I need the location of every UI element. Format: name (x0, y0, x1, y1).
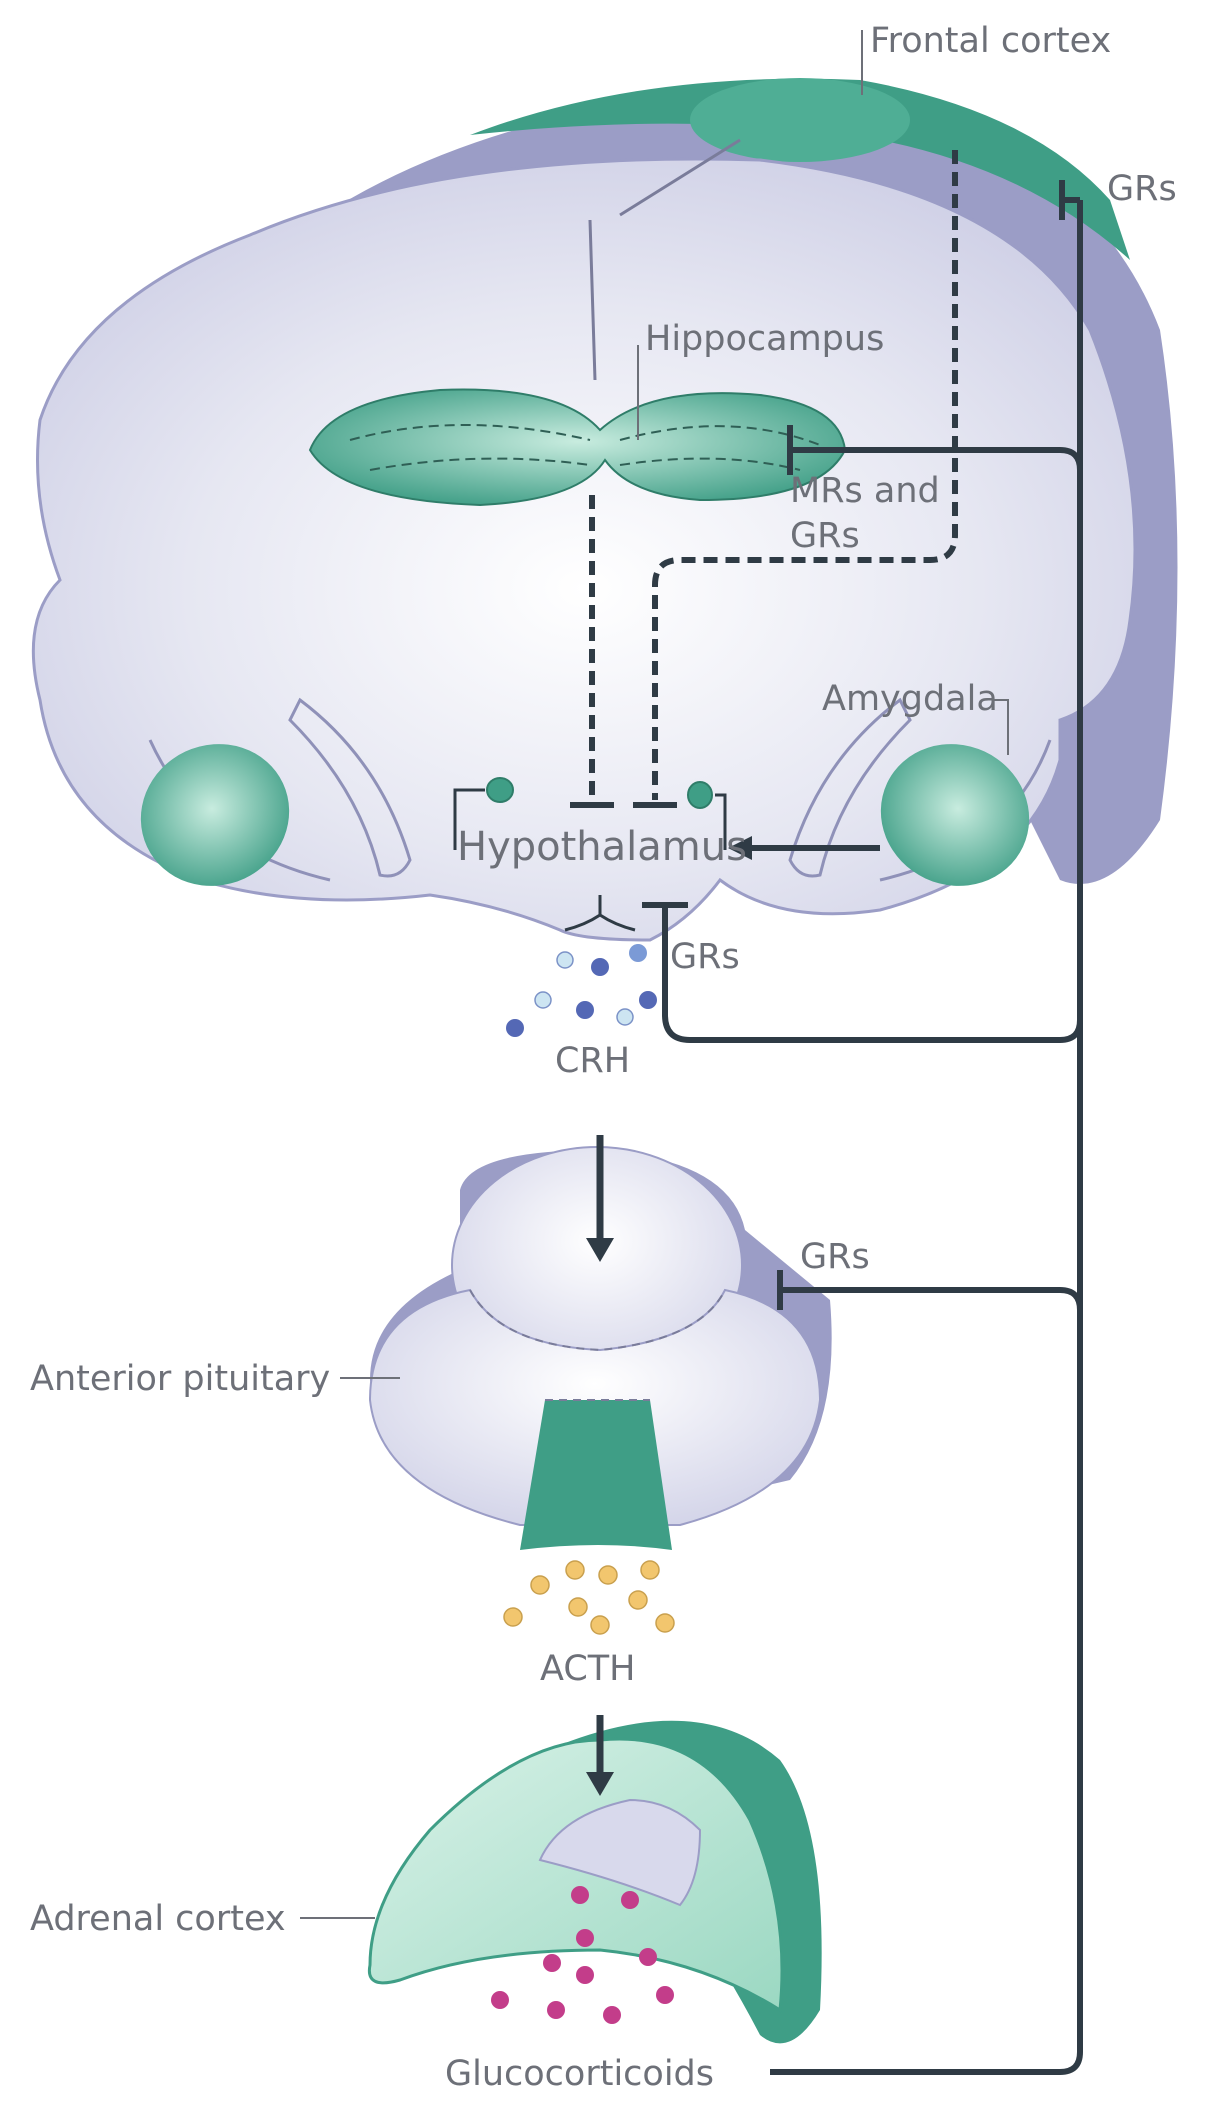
label-amygdala: Amygdala (822, 679, 998, 719)
label-crh: CRH (555, 1041, 630, 1081)
label-mrs-and: MRs and (790, 471, 940, 511)
glucocorticoid-dots (491, 1886, 674, 2024)
brain-fold-right (788, 697, 912, 878)
hypothalamus-nucleus-left (486, 777, 514, 803)
frontal-cortex-lobe (690, 78, 910, 162)
adrenal-medulla (538, 1798, 702, 1907)
label-glucocorticoids: Glucocorticoids (445, 2054, 714, 2094)
hypothalamus-nucleus-right (687, 781, 713, 809)
label-hippocampus: Hippocampus (645, 319, 884, 359)
amygdala-right (880, 744, 1030, 886)
label-grs-frontal: GRs (1107, 169, 1177, 209)
frontal-to-hypothalamus-dashed (652, 150, 958, 800)
adrenal-gland (367, 1720, 822, 2044)
brain-body (31, 157, 1137, 942)
amygdala-leader (993, 699, 1009, 755)
label-frontal-cortex: Frontal cortex (870, 21, 1111, 61)
label-adrenal-cortex: Adrenal cortex (30, 1899, 286, 1939)
pituitary (368, 1146, 832, 1550)
label-hypothalamus: Hypothalamus (457, 824, 747, 870)
brain-section (31, 78, 1178, 942)
midline-fissure (588, 219, 597, 381)
brain-fold-left (288, 697, 412, 878)
label-anterior-pituitary: Anterior pituitary (30, 1359, 330, 1399)
feedback-lines (642, 180, 1083, 2075)
crh-dots (506, 944, 657, 1037)
label-grs-hypothalamus: GRs (670, 937, 740, 977)
label-acth: ACTH (540, 1649, 635, 1689)
acth-dots (503, 1560, 675, 1635)
hypothalamus-stalk (564, 895, 636, 932)
adrenal-cortex-body (367, 1737, 784, 2013)
frontal-cortex-region (470, 78, 1130, 260)
amygdala-left (140, 744, 290, 886)
pituitary-green-core (520, 1400, 672, 1550)
label-mrs-grs: GRs (790, 516, 860, 556)
glucocorticoid-return-line (770, 200, 1083, 2075)
label-grs-pituitary: GRs (800, 1237, 870, 1277)
arrowhead-amygdala (728, 836, 752, 860)
